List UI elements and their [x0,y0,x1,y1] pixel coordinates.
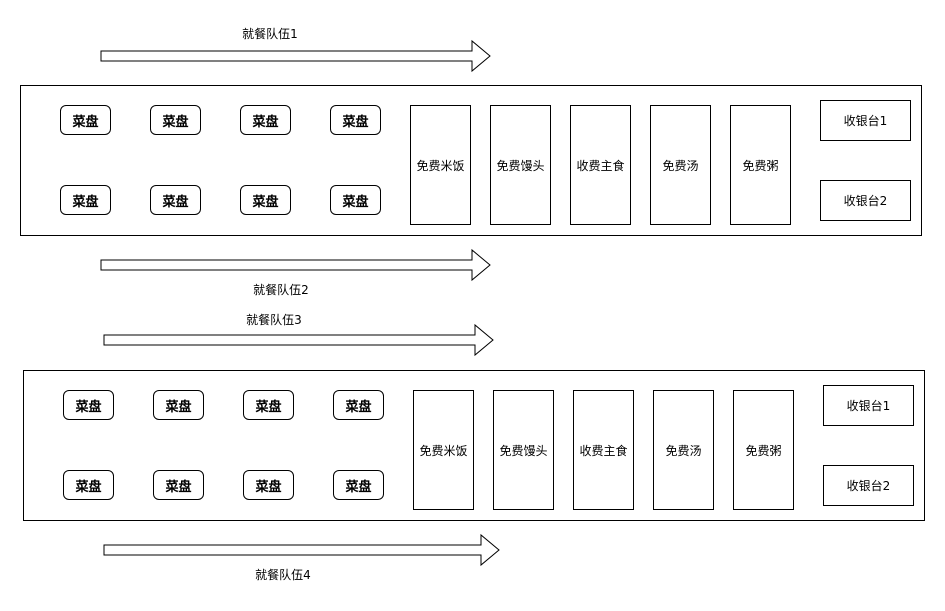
counter-2-station-free-porridge: 免费粥 [733,390,794,510]
counter-1-station-free-soup: 免费汤 [650,105,711,225]
queue-2-label: 就餐队伍2 [253,283,309,297]
queue-4-label: 就餐队伍4 [255,568,311,582]
counter-1-station-free-rice: 免费米饭 [410,105,471,225]
queue-3-label: 就餐队伍3 [246,313,302,327]
counter-1-dish-tray: 菜盘 [330,185,381,215]
counter-1-dish-tray: 菜盘 [60,185,111,215]
counter-2-dish-tray: 菜盘 [333,470,384,500]
counter-1-station-paid-staples: 收费主食 [570,105,631,225]
counter-1-dish-tray: 菜盘 [150,105,201,135]
counter-2-dish-tray: 菜盘 [63,470,114,500]
counter-2-cashier-2: 收银台2 [823,465,914,506]
counter-2-dish-tray: 菜盘 [153,390,204,420]
counter-2-station-paid-staples: 收费主食 [573,390,634,510]
queue-1-arrow [100,39,491,73]
counter-1-dish-tray: 菜盘 [240,105,291,135]
counter-1-dish-tray: 菜盘 [240,185,291,215]
counter-1-dish-tray: 菜盘 [150,185,201,215]
counter-1-cashier-2: 收银台2 [820,180,911,221]
queue-2-arrow [100,248,491,282]
queue-3-arrow [103,323,494,357]
counter-2-station-free-soup: 免费汤 [653,390,714,510]
counter-2-dish-tray: 菜盘 [243,390,294,420]
counter-1-cashier-1: 收银台1 [820,100,911,141]
counter-1-station-free-porridge: 免费粥 [730,105,791,225]
counter-2-cashier-1: 收银台1 [823,385,914,426]
counter-2-dish-tray: 菜盘 [333,390,384,420]
counter-1-dish-tray: 菜盘 [330,105,381,135]
counter-2-station-free-rice: 免费米饭 [413,390,474,510]
counter-1-station-free-buns: 免费馒头 [490,105,551,225]
queue-1-label: 就餐队伍1 [242,27,298,41]
counter-2-dish-tray: 菜盘 [243,470,294,500]
counter-1-dish-tray: 菜盘 [60,105,111,135]
counter-2-dish-tray: 菜盘 [153,470,204,500]
counter-2-dish-tray: 菜盘 [63,390,114,420]
counter-2-station-free-buns: 免费馒头 [493,390,554,510]
queue-4-arrow [103,533,500,567]
